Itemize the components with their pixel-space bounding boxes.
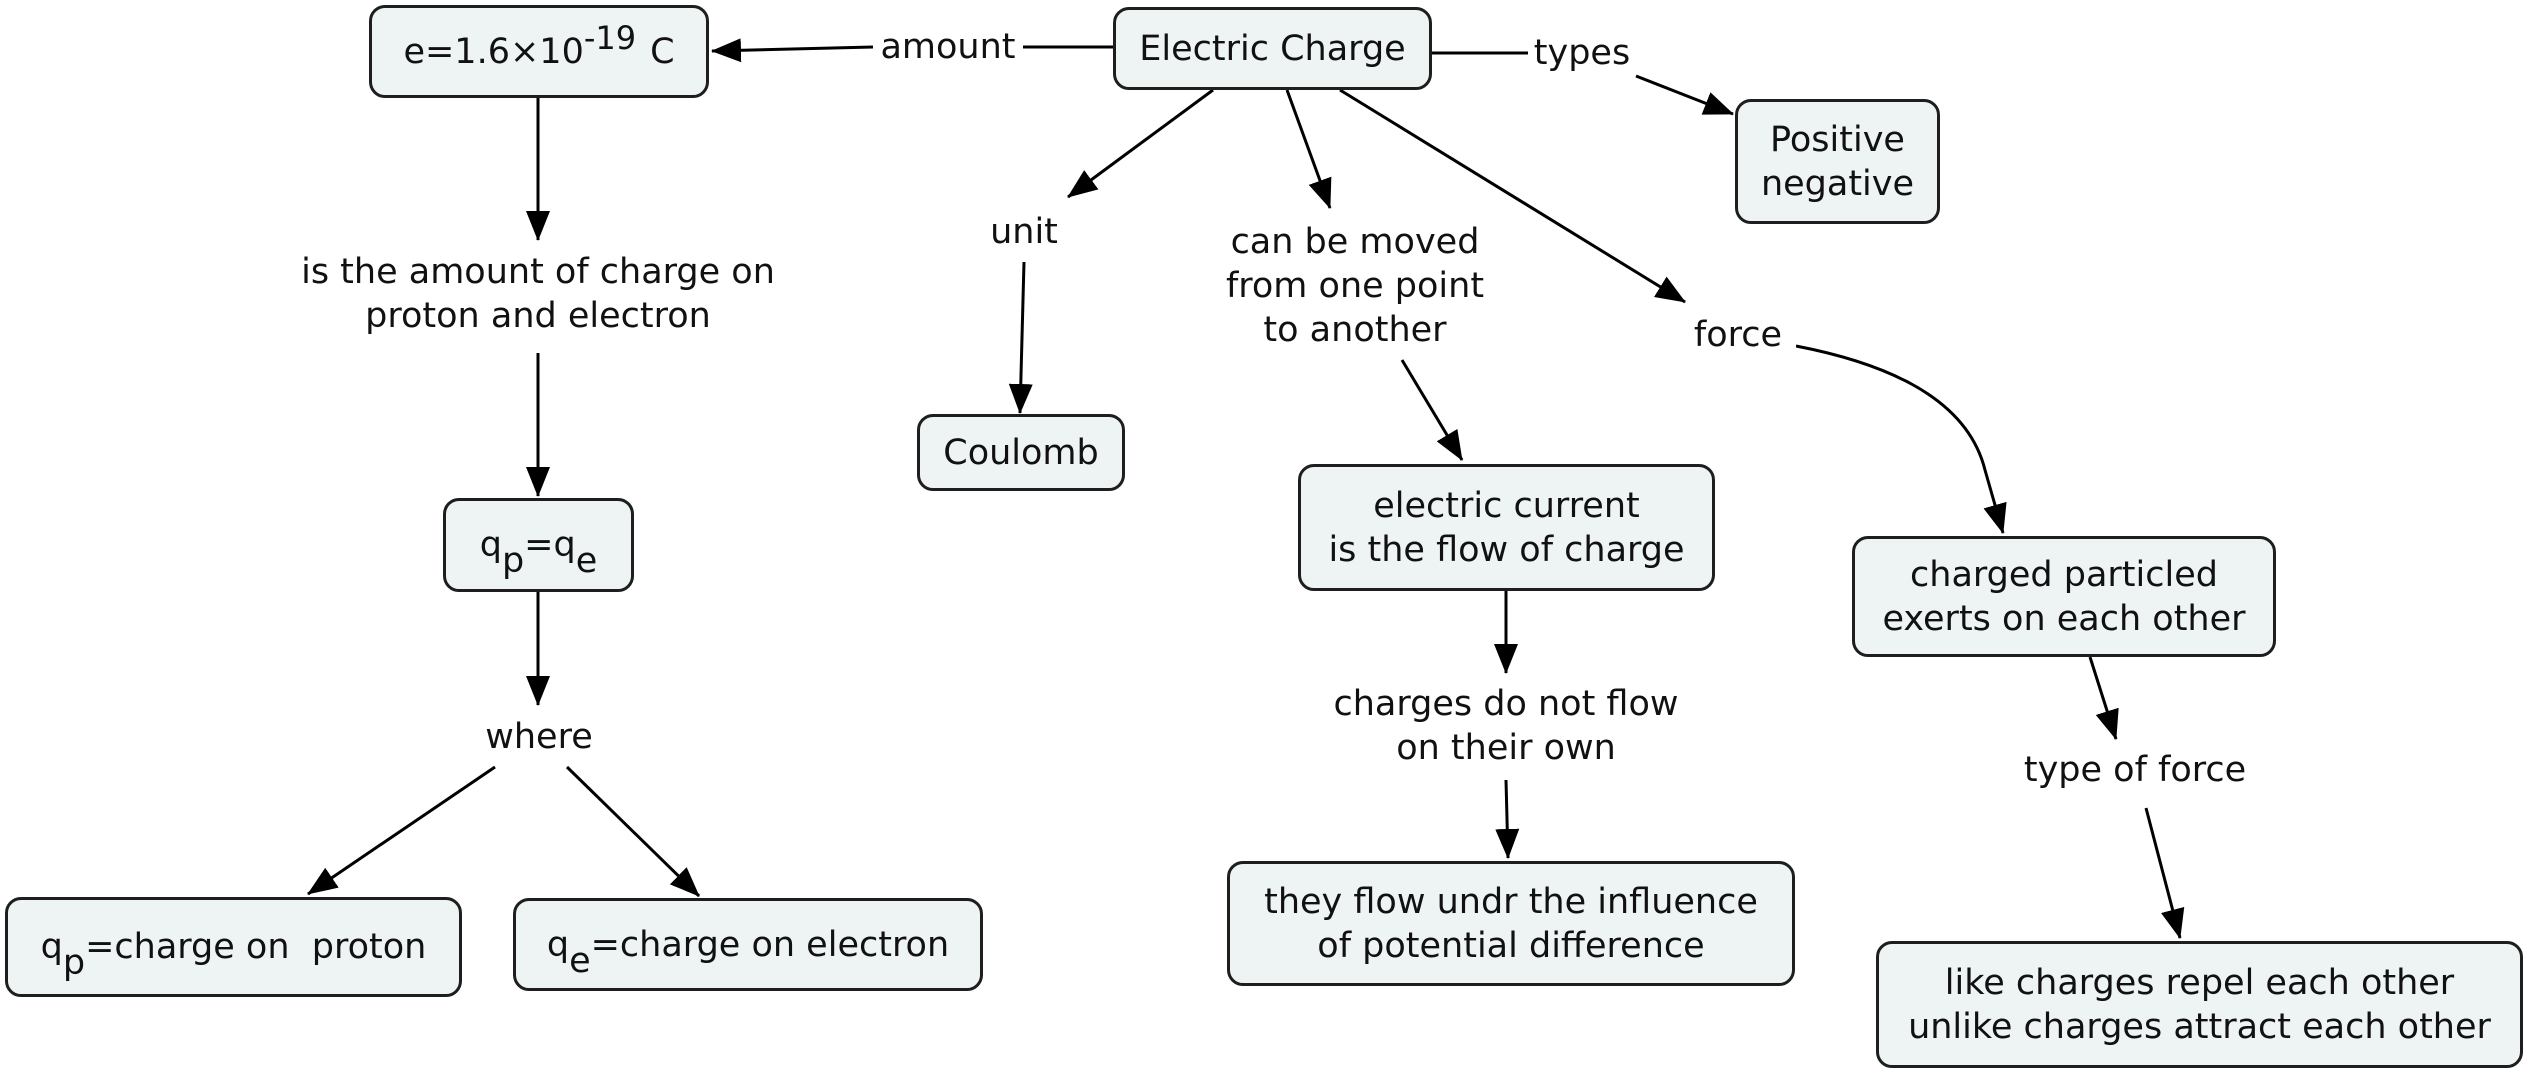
arrow-charge-to-force bbox=[1339, 88, 1686, 304]
arrow-types-to-positive-negative bbox=[1635, 74, 1734, 116]
node-positive-negative[interactable]: Positive negative bbox=[1735, 99, 1940, 224]
link-label-amount-text: amount bbox=[880, 27, 1016, 67]
arrow-charge-to-can-be-moved bbox=[1285, 89, 1332, 209]
node-qp-definition[interactable]: qp=charge on proton bbox=[5, 897, 462, 997]
node-electric-charge[interactable]: Electric Charge bbox=[1113, 7, 1432, 90]
q-symbol: q bbox=[546, 924, 570, 965]
arrow-type-of-force-to-like-unlike bbox=[2144, 807, 2185, 939]
node-qp-equals-qe[interactable]: qp=qe bbox=[443, 498, 634, 592]
arrow-charged-particles-to-type-of-force bbox=[2088, 656, 2119, 740]
can-be-moved-line-2: from one point bbox=[1225, 266, 1485, 306]
arrow-where-to-qe-definition bbox=[565, 765, 701, 898]
arrow-can-be-moved-to-electric-current bbox=[1400, 359, 1464, 461]
link-label-types-text: types bbox=[1533, 33, 1631, 73]
link-label-where-text: where bbox=[485, 717, 593, 757]
amount-of-charge-line-1: is the amount of charge on bbox=[301, 252, 775, 292]
equals-sign: = bbox=[524, 525, 554, 565]
node-electric-current[interactable]: electric current is the flow of charge bbox=[1298, 464, 1715, 591]
charged-particles-line-2: exerts on each other bbox=[1882, 598, 2246, 639]
qp-equals-qe-formula: qp=qe bbox=[479, 523, 598, 581]
electric-current-line-2: is the flow of charge bbox=[1328, 529, 1685, 570]
proton-definition: =charge on proton bbox=[85, 927, 427, 967]
can-be-moved-line-3: to another bbox=[1263, 310, 1447, 350]
node-elementary-charge[interactable]: e=1.6×10-19 C bbox=[369, 5, 709, 98]
negative-label: negative bbox=[1760, 163, 1915, 204]
electron-definition: =charge on electron bbox=[590, 924, 950, 965]
link-label-force: force bbox=[1680, 313, 1796, 357]
node-coulomb[interactable]: Coulomb bbox=[917, 414, 1125, 491]
charge-unit-symbol: C bbox=[650, 31, 675, 72]
times-symbol: × bbox=[509, 31, 540, 72]
potential-difference-line-2: of potential difference bbox=[1317, 925, 1705, 966]
positive-label: Positive bbox=[1770, 119, 1905, 160]
link-label-do-not-flow: charges do not flow on their own bbox=[1316, 682, 1696, 770]
arrow-charge-to-unit bbox=[1067, 88, 1214, 199]
link-label-type-of-force: type of force bbox=[2010, 748, 2260, 792]
arrow-unit-to-coulomb bbox=[1008, 261, 1033, 414]
proton-subscript: p bbox=[62, 943, 86, 983]
electron-subscript: e bbox=[569, 940, 591, 981]
potential-difference-line-1: they flow undr the influence bbox=[1264, 881, 1758, 922]
proton-subscript: p bbox=[501, 541, 525, 581]
charged-particles-line-1: charged particled bbox=[1910, 554, 2218, 595]
like-charges-line: like charges repel each other bbox=[1944, 962, 2455, 1003]
can-be-moved-line-1: can be moved bbox=[1230, 222, 1480, 262]
amount-of-charge-line-2: proton and electron bbox=[365, 296, 711, 336]
node-electric-charge-text: Electric Charge bbox=[1139, 28, 1406, 69]
unlike-charges-line: unlike charges attract each other bbox=[1908, 1006, 2491, 1047]
electron-subscript: e bbox=[575, 541, 598, 581]
link-label-amount: amount bbox=[873, 25, 1023, 69]
link-label-types: types bbox=[1528, 31, 1636, 75]
arrow-force-to-charged-particles bbox=[1795, 344, 2007, 534]
node-potential-difference[interactable]: they flow undr the influence of potentia… bbox=[1227, 861, 1795, 986]
node-charged-particles[interactable]: charged particled exerts on each other bbox=[1852, 536, 2276, 657]
qp-definition-text: qp=charge on proton bbox=[40, 925, 427, 983]
qe-definition-text: qe=charge on electron bbox=[546, 923, 950, 981]
node-like-unlike[interactable]: like charges repel each other unlike cha… bbox=[1876, 941, 2523, 1068]
do-not-flow-line-1: charges do not flow bbox=[1333, 684, 1679, 724]
q-symbol: q bbox=[40, 927, 63, 967]
link-label-type-of-force-text: type of force bbox=[2023, 750, 2247, 790]
node-qe-definition[interactable]: qe=charge on electron bbox=[513, 898, 983, 991]
link-label-amount-of-charge: is the amount of charge on proton and el… bbox=[270, 250, 806, 338]
q-symbol: q bbox=[553, 525, 576, 565]
do-not-flow-line-2: on their own bbox=[1396, 728, 1616, 768]
power-base: 10 bbox=[539, 31, 584, 72]
arrow-where-to-qp-definition bbox=[307, 765, 496, 896]
link-label-unit-text: unit bbox=[990, 212, 1058, 252]
node-coulomb-text: Coulomb bbox=[943, 432, 1099, 473]
q-symbol: q bbox=[479, 525, 502, 565]
arrow-amount-to-elementary-charge bbox=[711, 38, 874, 63]
arrow-do-not-flow-to-potential-difference bbox=[1495, 779, 1520, 859]
link-label-unit: unit bbox=[978, 210, 1070, 254]
power-exponent: -19 bbox=[583, 18, 637, 57]
link-label-force-text: force bbox=[1693, 315, 1783, 355]
elementary-charge-value: e=1.6 bbox=[403, 31, 510, 72]
elementary-charge-formula: e=1.6×10-19 C bbox=[403, 19, 675, 74]
electric-current-line-1: electric current bbox=[1373, 485, 1640, 526]
link-label-where: where bbox=[474, 715, 604, 759]
link-label-can-be-moved: can be moved from one point to another bbox=[1210, 220, 1500, 352]
